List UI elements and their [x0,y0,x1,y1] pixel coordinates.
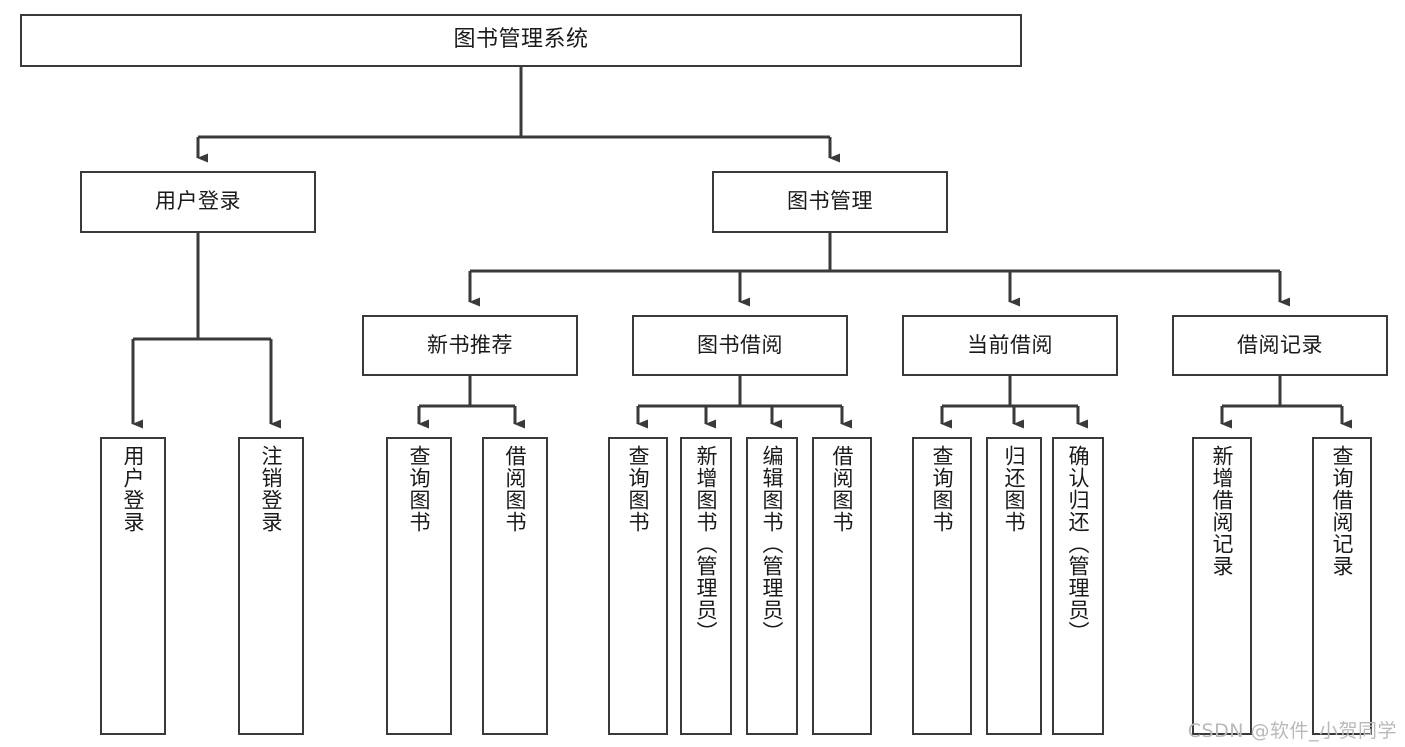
node-root[interactable]: 图书管理系统 [20,14,1022,67]
node-borrow-record[interactable]: 借阅记录 [1172,315,1388,376]
node-leaf-bb-query[interactable]: 查询图书 [608,437,668,735]
node-leaf-cb-return[interactable]: 归还图书 [986,437,1042,735]
node-current-borrow-label: 当前借阅 [967,332,1053,357]
node-user-login-label: 用户登录 [155,189,241,214]
node-leaf-cb-return-label: 归还图书 [1002,445,1027,533]
node-leaf-cb-query-label: 查询图书 [930,445,955,533]
node-leaf-br-query-label: 查询借阅记录 [1330,445,1355,577]
node-leaf-user-login[interactable]: 用户登录 [100,437,166,735]
node-new-book-rec[interactable]: 新书推荐 [362,315,578,376]
node-leaf-rec-borrow[interactable]: 借阅图书 [482,437,548,735]
node-borrow-record-label: 借阅记录 [1237,332,1323,357]
node-new-book-rec-label: 新书推荐 [427,332,513,357]
watermark-text: CSDN @软件_小贺同学 [1187,720,1397,742]
node-leaf-bb-edit-label: 编辑图书（管理员） [760,445,785,643]
node-book-borrow-label: 图书借阅 [697,332,783,357]
node-book-borrow[interactable]: 图书借阅 [632,315,848,376]
node-leaf-bb-add-label: 新增图书（管理员） [694,445,719,643]
node-leaf-br-add[interactable]: 新增借阅记录 [1192,437,1252,735]
node-leaf-bb-borrow[interactable]: 借阅图书 [812,437,872,735]
node-leaf-rec-borrow-label: 借阅图书 [503,445,528,533]
node-user-login[interactable]: 用户登录 [80,171,316,233]
node-leaf-logout-label: 注销登录 [259,445,284,533]
node-leaf-bb-add[interactable]: 新增图书（管理员） [680,437,732,735]
node-leaf-cb-confirm[interactable]: 确认归还（管理员） [1052,437,1104,735]
node-current-borrow[interactable]: 当前借阅 [902,315,1118,376]
node-leaf-cb-confirm-label: 确认归还（管理员） [1066,445,1091,643]
node-leaf-br-add-label: 新增借阅记录 [1210,445,1235,577]
node-leaf-user-login-label: 用户登录 [121,445,146,533]
node-leaf-bb-query-label: 查询图书 [626,445,651,533]
node-leaf-bb-edit[interactable]: 编辑图书（管理员） [746,437,798,735]
node-leaf-rec-query[interactable]: 查询图书 [386,437,452,735]
node-leaf-rec-query-label: 查询图书 [407,445,432,533]
node-leaf-bb-borrow-label: 借阅图书 [830,445,855,533]
node-root-label: 图书管理系统 [453,27,589,53]
node-leaf-cb-query[interactable]: 查询图书 [912,437,972,735]
node-book-manage-label: 图书管理 [787,189,873,214]
node-leaf-logout[interactable]: 注销登录 [238,437,304,735]
node-leaf-br-query[interactable]: 查询借阅记录 [1312,437,1372,735]
node-book-manage[interactable]: 图书管理 [712,171,948,233]
